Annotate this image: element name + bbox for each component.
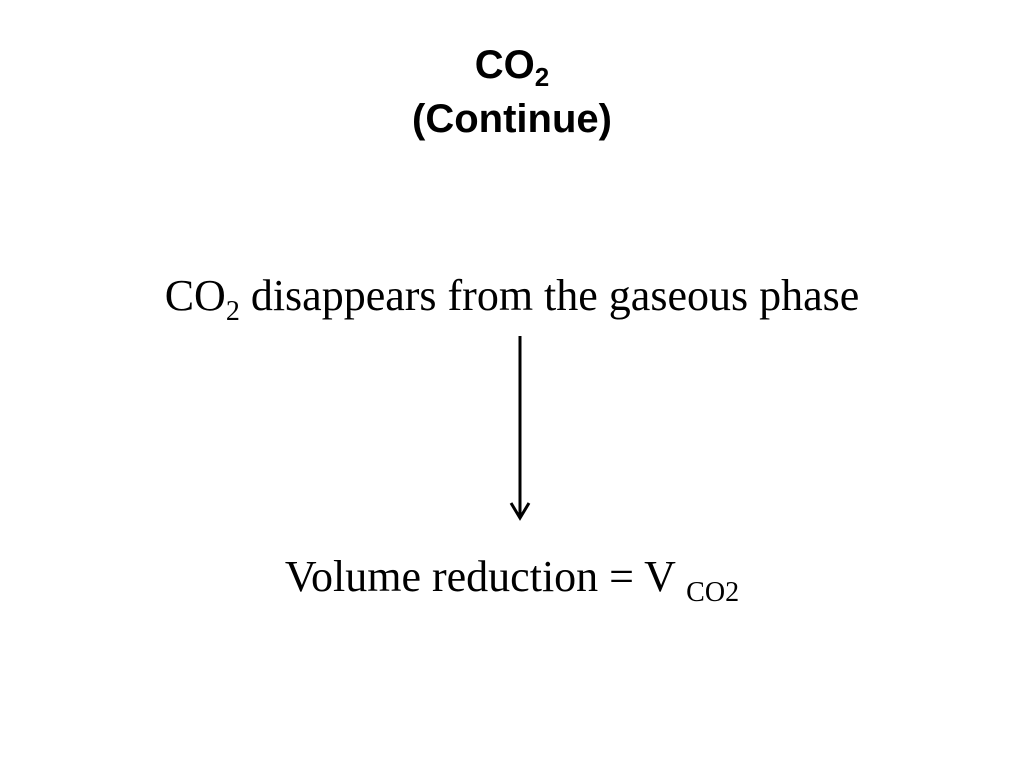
result-subscript: CO2 — [686, 577, 740, 608]
title-formula-subscript: 2 — [534, 62, 550, 92]
statement-rest: disappears from the gaseous phase — [239, 271, 860, 320]
statement-formula-base: CO — [164, 271, 226, 320]
arrow-head — [509, 502, 531, 521]
result-label: Volume reduction = V — [284, 552, 687, 601]
statement-text: CO2 disappears from the gaseous phase — [0, 268, 1024, 327]
statement-formula-subscript: 2 — [225, 296, 240, 327]
title-line-2: (Continue) — [412, 97, 612, 141]
slide-title: CO2 (Continue) — [0, 38, 1024, 146]
down-arrow-icon — [509, 336, 531, 521]
title-formula-base: CO — [474, 43, 535, 87]
result-text: Volume reduction = V CO2 — [0, 549, 1024, 608]
title-line-1: CO2 — [0, 38, 1024, 92]
